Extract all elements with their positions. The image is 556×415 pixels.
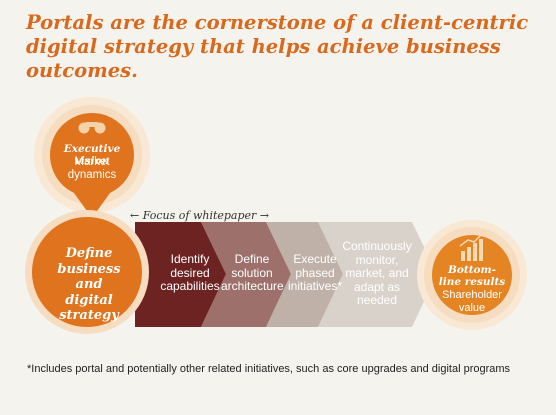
- binoculars-icon: [78, 122, 106, 134]
- bar-chart-icon: [459, 230, 486, 261]
- step-chevron-1: [135, 222, 226, 327]
- results-title: Bottom-line results: [438, 264, 506, 288]
- define-strategy-label: Define business and digital strategy: [57, 246, 121, 323]
- down-arrow: [74, 193, 110, 218]
- step-label-4: Continuously monitor, market, and adapt …: [342, 239, 412, 307]
- step-label-3: Execute phased initiatives*: [287, 252, 343, 293]
- focus-label: ← Focus of whitepaper →: [130, 209, 270, 222]
- exec-vision-title: Executive vision: [63, 143, 121, 167]
- results-sub: Shareholder value: [442, 289, 502, 314]
- step-chevron-3: [266, 222, 343, 327]
- results-circle: [432, 235, 512, 315]
- step-chevron-4: [318, 222, 437, 327]
- step-chevron-2: [201, 222, 291, 327]
- define-strategy-circle: [32, 217, 142, 327]
- exec-vision-circle: [50, 113, 134, 197]
- footnote: *Includes portal and potentially other r…: [27, 363, 511, 375]
- step-label-2: Define solution architecture: [221, 252, 284, 293]
- headline: Portals are the cornerstone of a client-…: [26, 11, 529, 82]
- step-label-1: Identify desired capabilities: [160, 252, 220, 293]
- exec-vision-sub: Market dynamics: [67, 156, 117, 181]
